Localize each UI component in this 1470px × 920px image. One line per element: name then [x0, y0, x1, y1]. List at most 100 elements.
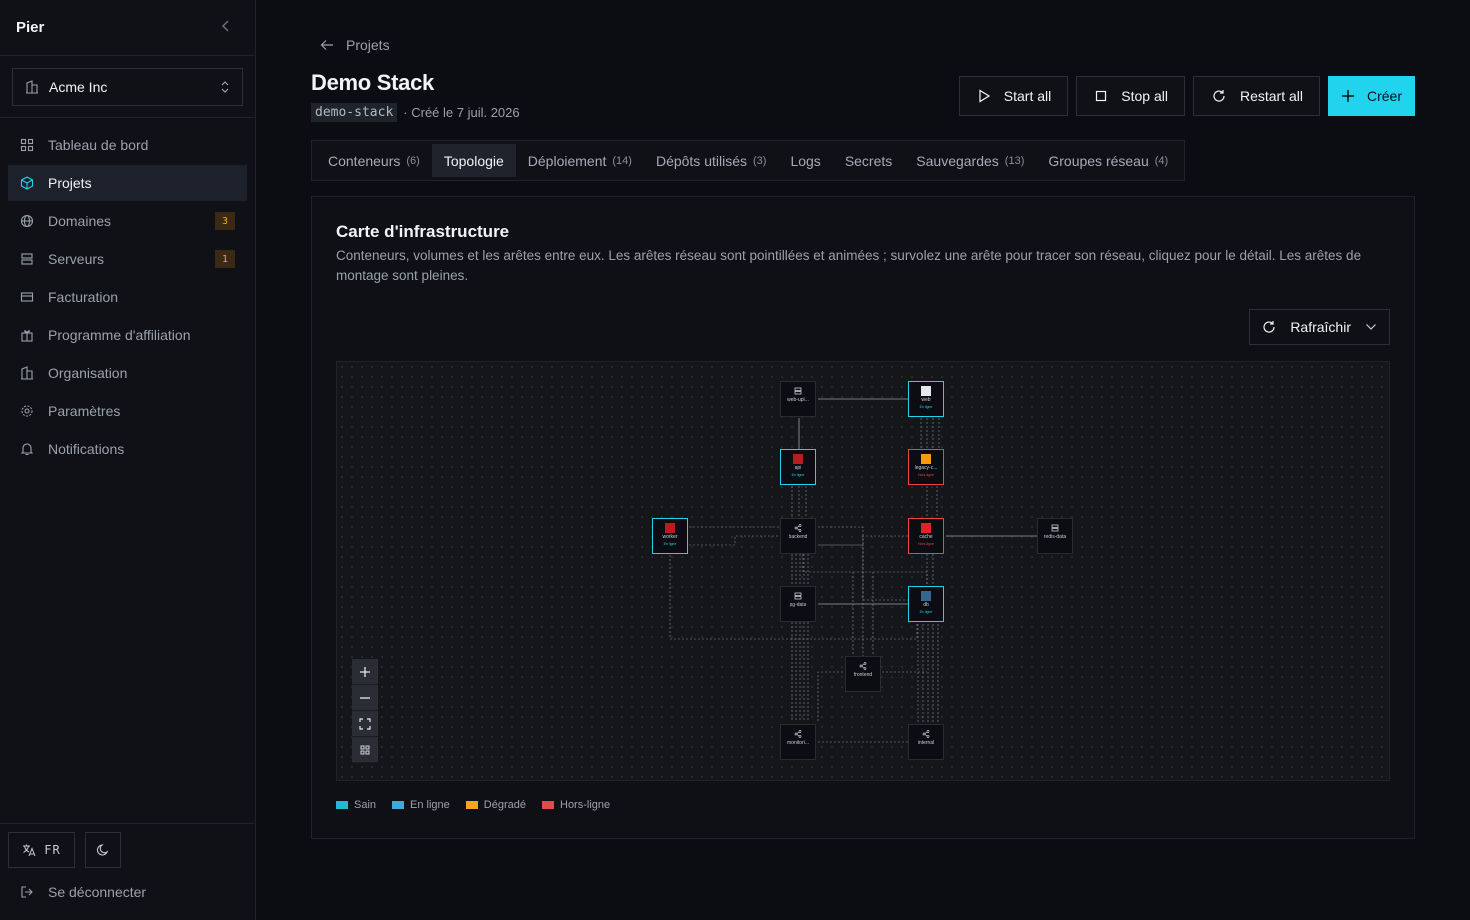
logout-label: Se déconnecter [48, 884, 147, 900]
sidebar-item-label: Programme d'affiliation [48, 327, 191, 343]
tab-logs[interactable]: Logs [778, 144, 832, 177]
globe-icon [20, 214, 34, 228]
container-logo-icon [921, 591, 931, 601]
refresh-dropdown[interactable]: Rafraîchir [1249, 309, 1390, 345]
container-node-legacy[interactable]: legacy-c... Hors-ligne [908, 449, 944, 485]
legend-label: En ligne [410, 799, 450, 811]
sidebar-item-settings[interactable]: Paramètres [8, 393, 247, 429]
org-name: Acme Inc [49, 79, 108, 95]
sidebar-item-dashboard[interactable]: Tableau de bord [8, 127, 247, 163]
sidebar-item-organization[interactable]: Organisation [8, 355, 247, 391]
stop-all-button[interactable]: Stop all [1076, 76, 1185, 116]
start-all-button[interactable]: Start all [958, 76, 1069, 116]
cube-icon [20, 176, 34, 190]
container-node-web[interactable]: web En ligne [908, 381, 944, 417]
sidebar-item-label: Facturation [48, 289, 119, 305]
start-all-label: Start all [1003, 88, 1052, 104]
container-node-worker[interactable]: worker En ligne [652, 518, 688, 554]
restart-all-label: Restart all [1239, 88, 1303, 104]
stop-icon [1096, 90, 1107, 102]
container-logo-icon [665, 523, 675, 533]
tab-count: (13) [1004, 154, 1025, 167]
container-node-cache[interactable]: cache Hors-ligne [908, 518, 944, 554]
tab-network-groups[interactable]: Groupes réseau(4) [1036, 144, 1180, 177]
tab-containers[interactable]: Conteneurs(6) [316, 144, 432, 177]
sidebar-item-notifications[interactable]: Notifications [8, 431, 247, 467]
org-switcher[interactable]: Acme Inc [12, 68, 243, 106]
sidebar-item-projects[interactable]: Projets [8, 165, 247, 201]
divider [0, 117, 256, 118]
create-label: Créer [1366, 88, 1402, 104]
collapse-sidebar-icon[interactable] [221, 19, 231, 37]
sidebar-item-label: Projets [48, 175, 92, 191]
refresh-icon [1213, 90, 1225, 102]
network-edge [817, 671, 863, 722]
node-label: web [921, 397, 931, 403]
tab-label: Groupes réseau [1048, 152, 1149, 169]
language-button[interactable]: FR [8, 832, 75, 868]
network-edge [669, 555, 918, 640]
node-label: web-upl... [787, 397, 809, 403]
legend-item: Sain [336, 799, 376, 811]
arrow-left-icon [320, 40, 333, 50]
minimap-toggle-button[interactable] [352, 737, 378, 763]
network-node-frontend[interactable]: frontend [845, 656, 881, 692]
container-logo-icon [921, 386, 931, 396]
sidebar-item-billing[interactable]: Facturation [8, 279, 247, 315]
translate-icon [23, 844, 36, 857]
sidebar-item-servers[interactable]: Serveurs 1 [8, 241, 247, 277]
tab-label: Logs [790, 152, 821, 169]
language-code: FR [44, 843, 61, 857]
container-node-db[interactable]: db En ligne [908, 586, 944, 622]
dashboard-icon [20, 138, 34, 152]
volume-node-pg-data[interactable]: pg-data [780, 586, 816, 622]
logout-icon [21, 886, 33, 898]
container-node-api[interactable]: api En ligne [780, 449, 816, 485]
legend-label: Hors-ligne [560, 799, 611, 811]
status-badge: En ligne [919, 610, 933, 614]
breadcrumb: Projets [346, 37, 390, 53]
tab-label: Topologie [443, 152, 504, 169]
status-badge: Hors-ligne [918, 473, 934, 477]
tab-backups[interactable]: Sauvegardes(13) [904, 144, 1036, 177]
card-title: Carte d'infrastructure [336, 222, 510, 241]
server-icon [21, 253, 33, 265]
status-badge: En ligne [791, 473, 805, 477]
moon-icon [96, 844, 109, 856]
zoom-out-button[interactable] [352, 685, 378, 711]
network-node-backend[interactable]: backend [780, 518, 816, 554]
network-node-internal[interactable]: internal [908, 724, 944, 760]
zoom-in-button[interactable] [352, 659, 378, 685]
database-icon [793, 591, 803, 601]
create-button[interactable]: Créer [1327, 76, 1415, 116]
tab-topology[interactable]: Topologie [431, 144, 516, 177]
sidebar-footer-tools: FR [8, 832, 121, 868]
share-icon [793, 729, 803, 739]
node-label: monitori... [787, 740, 809, 746]
infrastructure-map-card: Carte d'infrastructure Conteneurs, volum… [311, 196, 1415, 839]
back-to-projects-link[interactable]: Projets [320, 37, 390, 53]
legend-item: Dégradé [465, 799, 526, 811]
building-icon [26, 80, 38, 94]
fit-view-icon [359, 717, 371, 730]
sidebar-item-domains[interactable]: Domaines 3 [8, 203, 247, 239]
theme-toggle-button[interactable] [85, 832, 121, 868]
network-node-monitoring[interactable]: monitori... [780, 724, 816, 760]
tab-repositories[interactable]: Dépôts utilisés(3) [644, 144, 779, 177]
node-label: legacy-c... [914, 465, 938, 471]
volume-node-redis-data[interactable]: redis-data [1037, 518, 1073, 554]
tab-secrets[interactable]: Secrets [833, 144, 904, 177]
logout-button[interactable]: Se déconnecter [20, 884, 146, 900]
status-badge: En ligne [919, 405, 933, 409]
chevron-down-icon [1366, 324, 1376, 330]
tab-deployment[interactable]: Déploiement(14) [516, 144, 644, 177]
node-label: redis-data [1043, 534, 1067, 540]
status-legend: Sain En ligne Dégradé Hors-ligne [336, 799, 610, 811]
sidebar-item-affiliate[interactable]: Programme d'affiliation [8, 317, 247, 353]
topology-canvas[interactable]: web-upl... web En ligne api En ligne leg… [336, 361, 1390, 781]
restart-all-button[interactable]: Restart all [1192, 76, 1320, 116]
fit-view-button[interactable] [352, 711, 378, 737]
tab-label: Déploiement [527, 152, 607, 169]
volume-node-web-uploads[interactable]: web-upl... [780, 381, 816, 417]
node-label: backend [788, 534, 808, 540]
